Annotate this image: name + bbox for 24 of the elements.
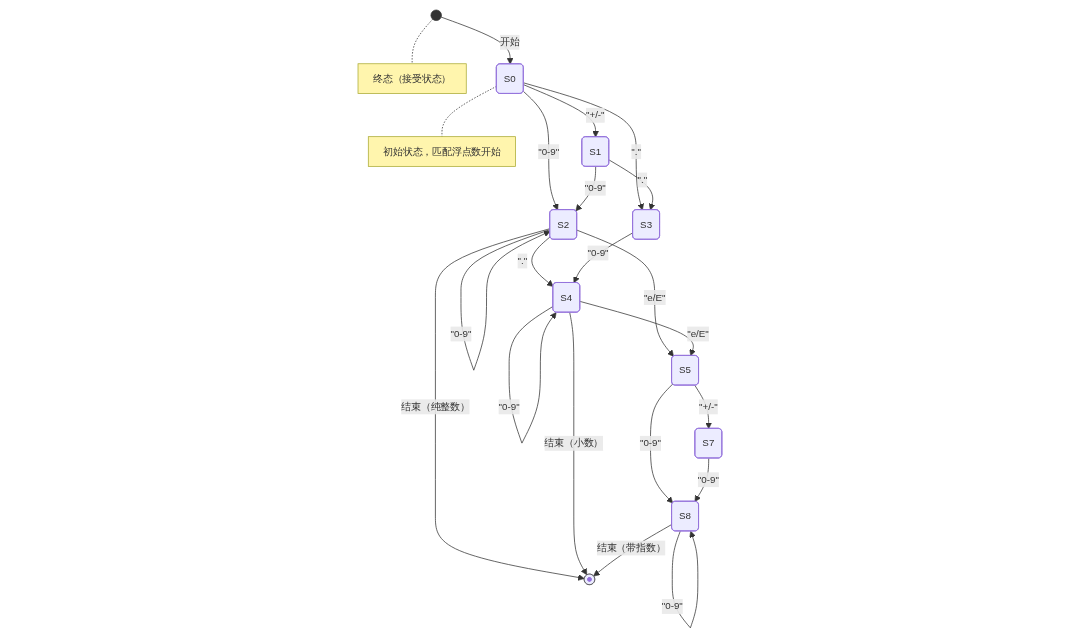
edge-label: "e/E" <box>687 327 709 340</box>
edge-label: "0-9" <box>697 473 719 486</box>
edge-label: "0-9" <box>587 247 609 259</box>
edge-label: "+/-" <box>699 400 718 413</box>
node-circle <box>430 9 442 21</box>
edge-label: "0-9" <box>640 437 662 449</box>
edge-label: 结束（纯整数） <box>401 400 470 413</box>
edge-label: 结束（小数） <box>544 437 604 449</box>
edge-label: "." <box>517 255 528 267</box>
node-box: 终态（接受状态） <box>357 63 467 94</box>
edge-label: "0-9" <box>498 400 520 413</box>
edge-label: "0-9" <box>584 182 606 194</box>
edge-label: "." <box>631 145 642 157</box>
edge-label: "0-9" <box>661 600 683 612</box>
edge-label: "." <box>637 173 648 186</box>
edge-label: "e/E" <box>643 291 666 303</box>
arrow <box>460 229 551 371</box>
edge-label: "+/-" <box>586 109 605 121</box>
node-box: 初始状态，匹配浮点数开始 <box>368 136 517 167</box>
edge-label: "0-9" <box>450 327 472 340</box>
edge-label: 结束（带指数） <box>597 542 666 554</box>
edge-label: 开始 <box>500 36 520 48</box>
edge-label: "0-9" <box>538 145 560 157</box>
connector <box>411 18 434 65</box>
